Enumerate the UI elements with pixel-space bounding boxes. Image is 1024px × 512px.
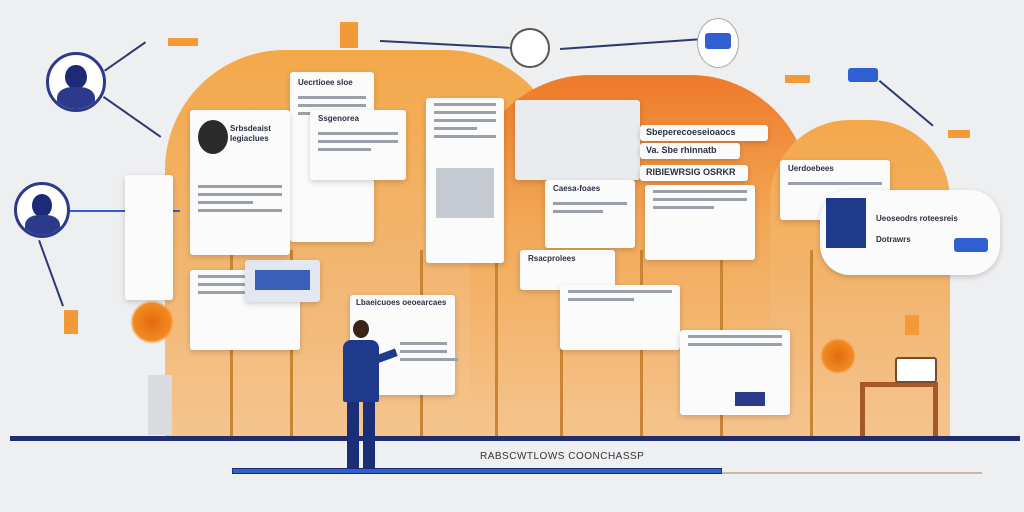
- headline-strip[interactable]: RIBIEWRSIG OSRKR: [640, 165, 748, 181]
- document-card[interactable]: Srbsdeaist Iegiaclues: [190, 110, 290, 255]
- tag: [64, 310, 78, 334]
- headline: Va. Sbe rhinnatb: [646, 145, 717, 155]
- tag: [948, 130, 970, 138]
- connector-line: [104, 41, 147, 72]
- document-card[interactable]: Ueoseodrs roteesreis Dotrawrs: [820, 190, 1000, 275]
- connector-line: [38, 240, 64, 307]
- node-circle[interactable]: [510, 28, 550, 68]
- document-card[interactable]: [515, 100, 640, 180]
- card-title: Uerdoebees: [788, 164, 834, 173]
- monitor: [895, 357, 937, 383]
- node-circle[interactable]: [697, 18, 739, 68]
- document-card[interactable]: [426, 98, 504, 263]
- floor-line: [10, 436, 1020, 441]
- document-card[interactable]: Rsacprolees: [520, 250, 615, 290]
- headline-strip[interactable]: Sbeperecoeseioaocs: [640, 125, 768, 141]
- floor-caption: RABSCWTLOWS COONCHASSP: [480, 451, 645, 462]
- document-card[interactable]: [560, 285, 680, 350]
- device-icon: [848, 68, 878, 82]
- card-sub: Dotrawrs: [876, 235, 911, 244]
- desk: [860, 382, 938, 437]
- avatar-mid-left[interactable]: [14, 182, 70, 238]
- card-title: Ueoseodrs roteesreis: [876, 214, 958, 223]
- headline: RIBIEWRSIG OSRKR: [646, 167, 736, 177]
- document-card[interactable]: Ssgenorea: [310, 110, 406, 180]
- flower-icon: [820, 338, 856, 374]
- document-card[interactable]: Caesa-foaes: [545, 180, 635, 248]
- card-title: Ssgenorea: [318, 114, 359, 123]
- connector-line: [560, 38, 700, 50]
- card-title: Srbsdeaist Iegiaclues: [230, 124, 271, 143]
- card-title: Lbaeicuoes oeoearcaes: [356, 298, 447, 307]
- flower-icon: [130, 300, 174, 344]
- tag: [340, 22, 358, 48]
- progress-bar: [232, 468, 722, 474]
- vase: [148, 375, 172, 435]
- post: [810, 250, 813, 438]
- document-card[interactable]: [645, 185, 755, 260]
- document-card[interactable]: [245, 260, 320, 302]
- connector-line: [878, 80, 934, 127]
- card-title: Caesa-foaes: [553, 184, 601, 193]
- connector-line: [379, 40, 510, 49]
- post: [495, 250, 498, 438]
- avatar-top-left[interactable]: [46, 52, 106, 112]
- person-figure: [335, 320, 398, 470]
- tag: [168, 38, 198, 46]
- headline-strip[interactable]: Va. Sbe rhinnatb: [640, 143, 740, 159]
- document-card[interactable]: [125, 175, 173, 300]
- tag: [905, 315, 919, 335]
- connector-line: [102, 96, 162, 138]
- card-title: Rsacprolees: [528, 254, 576, 263]
- floor-line-right: [722, 472, 982, 474]
- document-card[interactable]: [680, 330, 790, 415]
- tag: [785, 75, 810, 83]
- card-title: Uecrtioee sloe: [298, 78, 353, 87]
- headline: Sbeperecoeseioaocs: [646, 127, 736, 137]
